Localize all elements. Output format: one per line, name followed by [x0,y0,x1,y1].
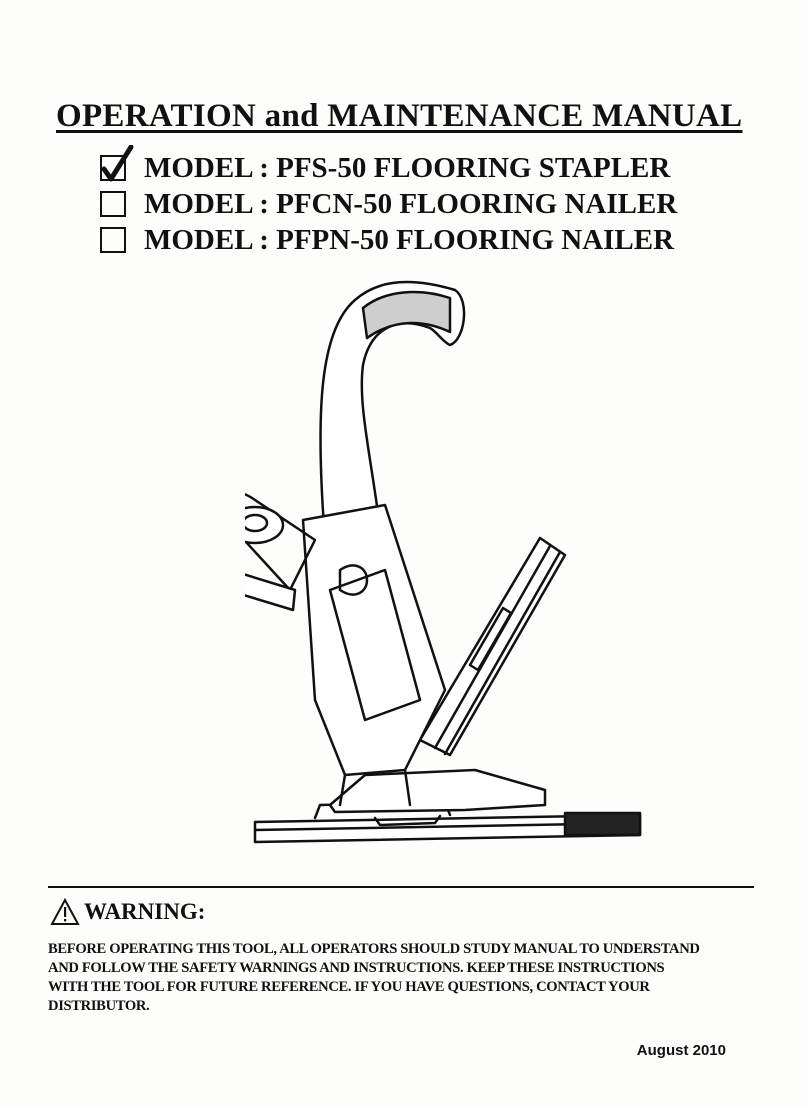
flooring-stapler-illustration [245,280,642,844]
warning-line: BEFORE OPERATING THIS TOOL, ALL OPERATOR… [48,941,700,957]
section-divider [48,886,754,888]
manual-title: OPERATION and MAINTENANCE MANUAL [56,98,743,134]
model-checkbox-unchecked [100,191,126,217]
model-checkbox-checked [100,145,134,182]
warning-line: DISTRIBUTOR. [48,998,150,1014]
warning-triangle-icon [50,898,80,925]
warning-line: AND FOLLOW THE SAFETY WARNINGS AND INSTR… [48,960,665,976]
publication-date: August 2010 [636,1042,726,1059]
model-checkbox-unchecked [100,227,126,253]
model-row-pfpn-50: MODEL : PFPN-50 FLOORING NAILER [100,222,677,258]
model-row-pfcn-50: MODEL : PFCN-50 FLOORING NAILER [100,186,677,222]
warning-title: WARNING: [84,899,206,924]
warning-line: WITH THE TOOL FOR FUTURE REFERENCE. IF Y… [48,979,650,995]
model-label: MODEL : PFS-50 FLOORING STAPLER [144,151,671,184]
model-label: MODEL : PFPN-50 FLOORING NAILER [144,223,675,256]
warning-heading: WARNING: [50,898,205,926]
model-checklist: MODEL : PFS-50 FLOORING STAPLER MODEL : … [100,145,677,258]
checkmark-icon [101,145,134,182]
warning-text: BEFORE OPERATING THIS TOOL, ALL OPERATOR… [48,940,760,1016]
model-row-pfs-50: MODEL : PFS-50 FLOORING STAPLER [100,145,677,186]
model-label: MODEL : PFCN-50 FLOORING NAILER [144,187,678,220]
